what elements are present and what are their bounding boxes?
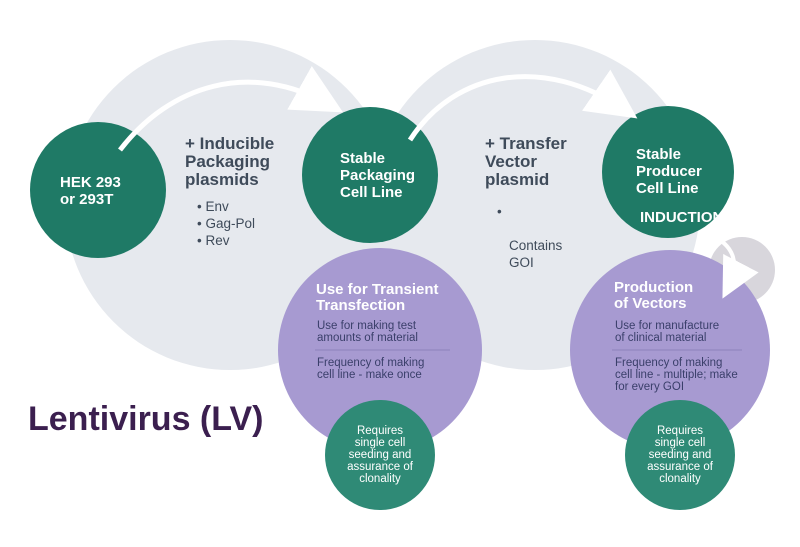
packaging-node — [302, 107, 438, 243]
plus-inducible-list: Env Gag-Pol Rev — [197, 198, 255, 249]
induction-label: INDUCTION — [640, 209, 724, 226]
bullet-rev: Rev — [197, 232, 255, 249]
transient-line1: Use for making test amounts of material — [317, 320, 418, 344]
transient-line2: Frequency of making cell line - make onc… — [317, 357, 425, 381]
page-title: Lentivirus (LV) — [28, 400, 264, 438]
requires-left-text: Requires single cell seeding and assuran… — [347, 425, 413, 485]
arrow-packaging-to-producer — [407, 69, 638, 142]
bullet-contains-goi-text: Contains GOI — [509, 238, 563, 270]
production-line2: Frequency of making cell line - multiple… — [615, 357, 738, 393]
bullet-env: Env — [197, 198, 255, 215]
requires-node-right — [625, 400, 735, 510]
producer-label: Stable Producer Cell Line — [636, 146, 702, 197]
plus-transfer-heading: + Transfer Vector plasmid — [485, 134, 567, 189]
bullet-dot: • — [497, 204, 502, 219]
transient-heading: Use for Transient Transfection — [316, 281, 439, 314]
bullet-contains-goi: • Contains GOI — [497, 203, 562, 288]
plus-inducible-heading: + Inducible Packaging plasmids — [185, 134, 275, 189]
production-heading: Production of Vectors — [614, 279, 694, 312]
hek-node — [30, 122, 166, 258]
arrow-induction — [709, 233, 759, 299]
producer-node — [602, 106, 734, 238]
arrow-hek-to-packaging — [118, 66, 344, 152]
bullet-gag-pol: Gag-Pol — [197, 215, 255, 232]
hek-label: HEK 293 or 293T — [60, 174, 121, 208]
production-line1: Use for manufacture of clinical material — [615, 320, 720, 344]
requires-right-text: Requires single cell seeding and assuran… — [647, 425, 713, 485]
packaging-label: Stable Packaging Cell Line — [340, 150, 416, 201]
requires-node-left — [325, 400, 435, 510]
